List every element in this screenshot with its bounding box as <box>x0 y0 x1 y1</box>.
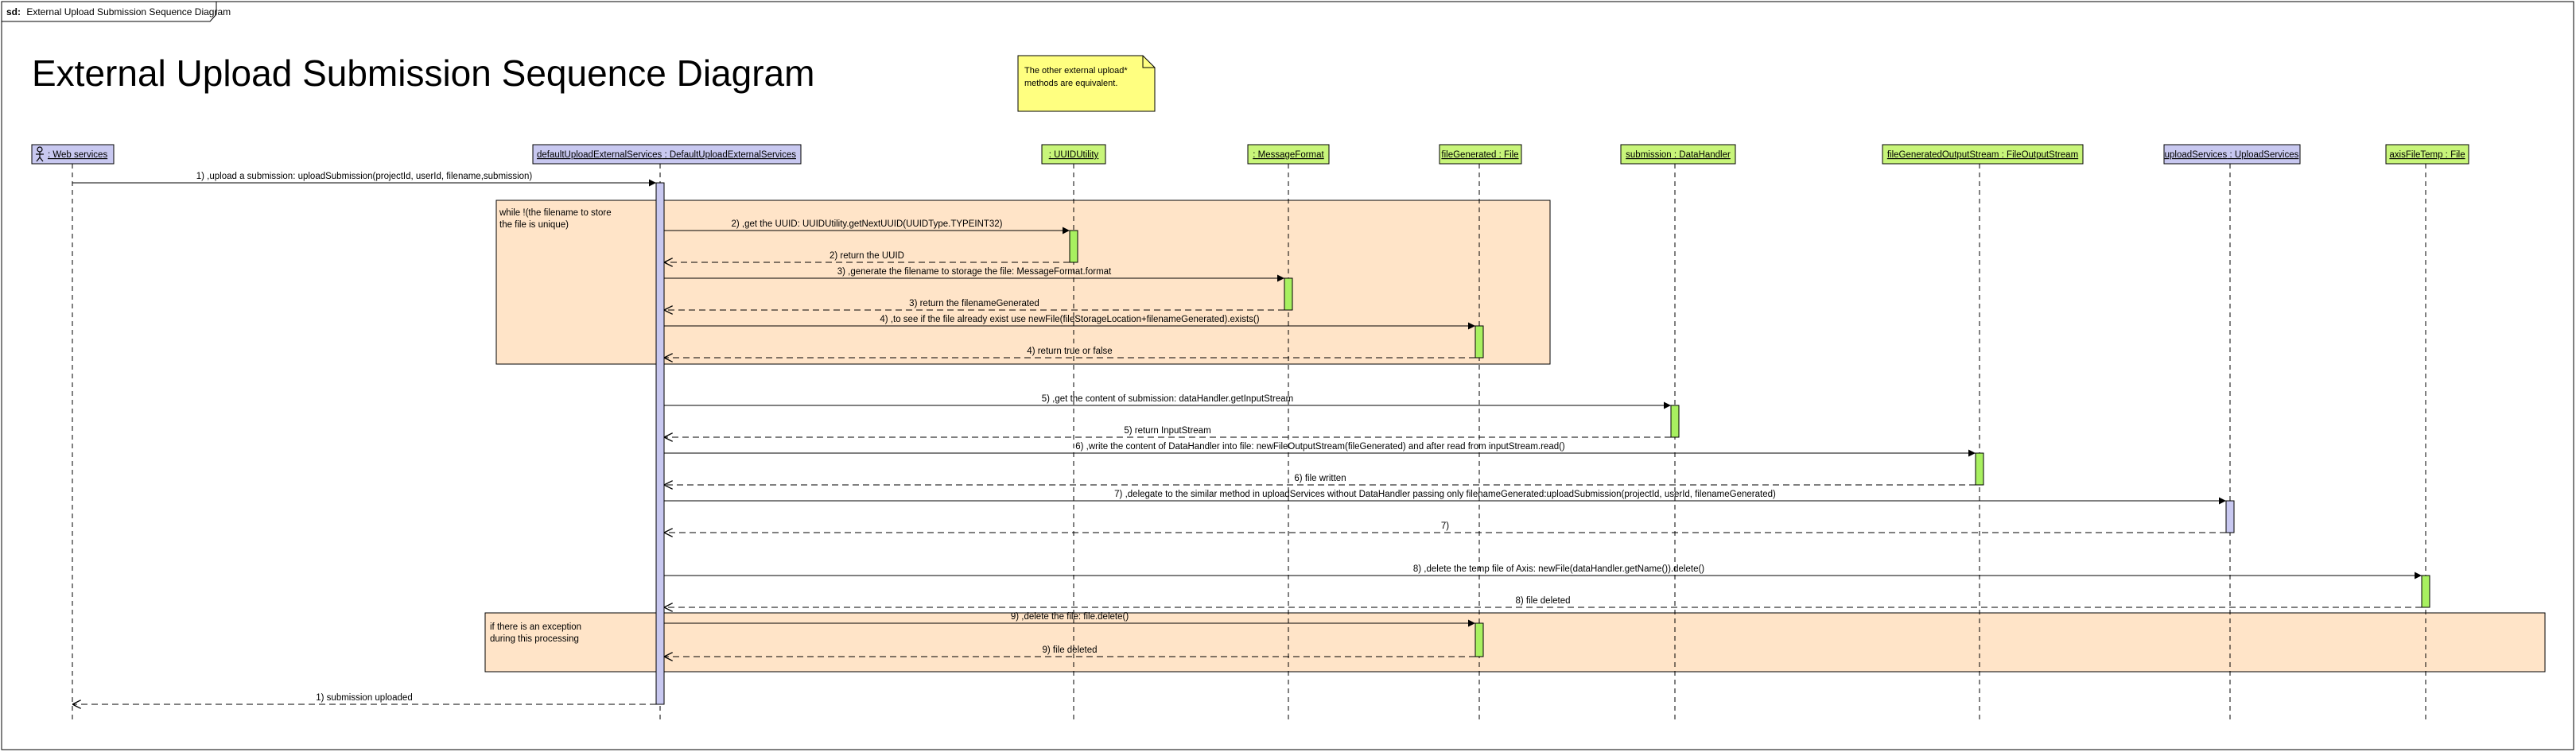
message-return: 7) <box>664 521 2226 533</box>
lifeline-instance-name: fileGeneratedOutputStream <box>1887 150 1999 160</box>
message-label: 9) file deleted <box>1042 645 1097 655</box>
activation-uploadsvc <box>2225 500 2235 533</box>
lifeline-head-web: : Web services <box>31 144 115 165</box>
frame-keyword: sd: <box>6 6 21 17</box>
message-call: 5) ,get the content of submission: dataH… <box>664 394 1671 409</box>
svg-text:submission : DataHandler: submission : DataHandler <box>1626 150 1731 160</box>
lifeline-head-fos: fileGeneratedOutputStream : FileOutputSt… <box>1882 144 2084 165</box>
note-line: The other external upload* <box>1024 66 1128 76</box>
activation-filegen <box>1474 325 1484 359</box>
lifeline-head-defupload: defaultUploadExternalServices : DefaultU… <box>532 144 802 165</box>
svg-text:fileGeneratedOutputStream : Fi: fileGeneratedOutputStream : FileOutputSt… <box>1887 150 2078 160</box>
svg-text:axisFileTemp : File: axisFileTemp : File <box>2389 150 2465 160</box>
message-return: 9) file deleted <box>664 645 1475 657</box>
message-call: 9) ,delete the file: file.delete() <box>664 612 1475 627</box>
frame-name: External Upload Submission Sequence Diag… <box>26 6 231 17</box>
activation-msgfmt <box>1284 277 1293 311</box>
message-label: 2) return the UUID <box>830 251 904 261</box>
lifeline-head-uuid: : UUIDUtility <box>1041 144 1106 165</box>
message-label: 8) ,delete the temp file of Axis: newFil… <box>1413 564 1704 574</box>
lifeline-type: : UUIDUtility <box>1049 150 1099 160</box>
fragment-label-line: the file is unique) <box>499 220 569 230</box>
messages: 1) ,upload a submission: uploadSubmissio… <box>72 172 2422 704</box>
lifeline-head-msgfmt: : MessageFormat <box>1247 144 1330 165</box>
lifeline-type: : DataHandler <box>1672 150 1731 160</box>
message-label: 5) ,get the content of submission: dataH… <box>1042 394 1293 404</box>
lifeline-instance-name: uploadServices <box>2165 150 2228 160</box>
message-return: 3) return the filenameGenerated <box>664 299 1284 310</box>
message-label: 2) ,get the UUID: UUIDUtility.getNextUUI… <box>731 219 1002 229</box>
message-label: 3) return the filenameGenerated <box>909 299 1039 308</box>
lifeline-head-axis: axisFileTemp : File <box>2385 144 2469 165</box>
lifeline-instance-name: axisFileTemp <box>2389 150 2442 160</box>
lifeline-type: : UploadServices <box>2227 150 2298 160</box>
lifeline-instance-name: submission <box>1626 150 1672 160</box>
message-label: 7) ,delegate to the similar method in up… <box>1114 490 1776 499</box>
message-call: 7) ,delegate to the similar method in up… <box>664 490 2226 505</box>
actor-icon <box>36 146 44 162</box>
lifeline-head-submission: submission : DataHandler <box>1620 144 1736 165</box>
svg-text:uploadServices : UploadService: uploadServices : UploadServices <box>2165 150 2299 160</box>
message-label: 4) return true or false <box>1027 347 1112 356</box>
message-label: 6) file written <box>1294 474 1346 483</box>
svg-text:fileGenerated : File: fileGenerated : File <box>1441 150 1518 160</box>
activation-fos <box>1975 452 1984 486</box>
fragment-exception: if there is an exception during this pro… <box>484 612 2546 673</box>
message-call: 2) ,get the UUID: UUIDUtility.getNextUUI… <box>664 219 1070 235</box>
message-label: 5) return InputStream <box>1124 426 1210 436</box>
lifeline-type: : File <box>2442 150 2465 160</box>
note-line: methods are equivalent. <box>1024 79 1117 88</box>
message-return: 1) submission uploaded <box>72 693 656 704</box>
message-label: 9) ,delete the file: file.delete() <box>1011 612 1129 622</box>
svg-text:defaultUploadExternalServices: defaultUploadExternalServices : DefaultU… <box>537 150 796 160</box>
message-label: 1) submission uploaded <box>316 693 412 703</box>
page-title: External Upload Submission Sequence Diag… <box>32 52 814 94</box>
lifeline-type: : FileOutputStream <box>1999 150 2078 160</box>
activation-submission <box>1670 405 1680 438</box>
lifeline-type: : MessageFormat <box>1253 150 1324 160</box>
message-label: 3) ,generate the filename to storage the… <box>837 267 1112 277</box>
message-call: 3) ,generate the filename to storage the… <box>664 267 1284 282</box>
fragment-loop: while !(the filename to store the file i… <box>495 200 1551 365</box>
fragment-label-line: while !(the filename to store <box>499 208 612 218</box>
message-label: 1) ,upload a submission: uploadSubmissio… <box>196 172 533 181</box>
message-return: 6) file written <box>664 474 1976 485</box>
activation-uuid <box>1069 230 1078 263</box>
lifeline-instance-name: defaultUploadExternalServices <box>537 150 662 160</box>
message-call: 8) ,delete the temp file of Axis: newFil… <box>664 564 2422 580</box>
activation-filegen-delete <box>1474 622 1484 657</box>
lifeline-head-uploadsvc: uploadServices : UploadServices <box>2163 144 2301 165</box>
message-call: 1) ,upload a submission: uploadSubmissio… <box>72 172 656 187</box>
message-call: 6) ,write the content of DataHandler int… <box>664 442 1976 457</box>
lifeline-heads: : Web services defaultUploadExternalServ… <box>31 144 2469 165</box>
svg-text:sd: External Upload Subm: sd: External Upload Submission Sequence … <box>6 6 231 17</box>
message-label: 8) file deleted <box>1515 596 1570 606</box>
note: The other external upload* methods are e… <box>1017 55 1156 112</box>
message-return: 2) return the UUID <box>664 251 1070 262</box>
message-label: 4) ,to see if the file already exist use… <box>880 315 1259 324</box>
lifeline-instance-name: fileGenerated <box>1441 150 1496 160</box>
message-label: 7) <box>1441 521 1449 531</box>
fragment-label-line: during this processing <box>490 634 579 644</box>
message-label: 6) ,write the content of DataHandler int… <box>1075 442 1565 452</box>
message-return: 4) return true or false <box>664 347 1475 358</box>
activation-bars <box>655 182 2430 705</box>
message-call: 4) ,to see if the file already exist use… <box>664 315 1475 330</box>
activation-axis <box>2421 575 2430 608</box>
lifeline-type: : DefaultUploadExternalServices <box>662 150 796 160</box>
lifeline-type: : Web services <box>48 150 107 160</box>
message-return: 8) file deleted <box>664 596 2422 607</box>
lifeline-type: : File <box>1496 150 1518 160</box>
fragment-label-line: if there is an exception <box>490 622 581 632</box>
lifeline-head-filegen: fileGenerated : File <box>1439 144 1522 165</box>
activation-defupload <box>655 182 665 705</box>
message-return: 5) return InputStream <box>664 426 1671 437</box>
